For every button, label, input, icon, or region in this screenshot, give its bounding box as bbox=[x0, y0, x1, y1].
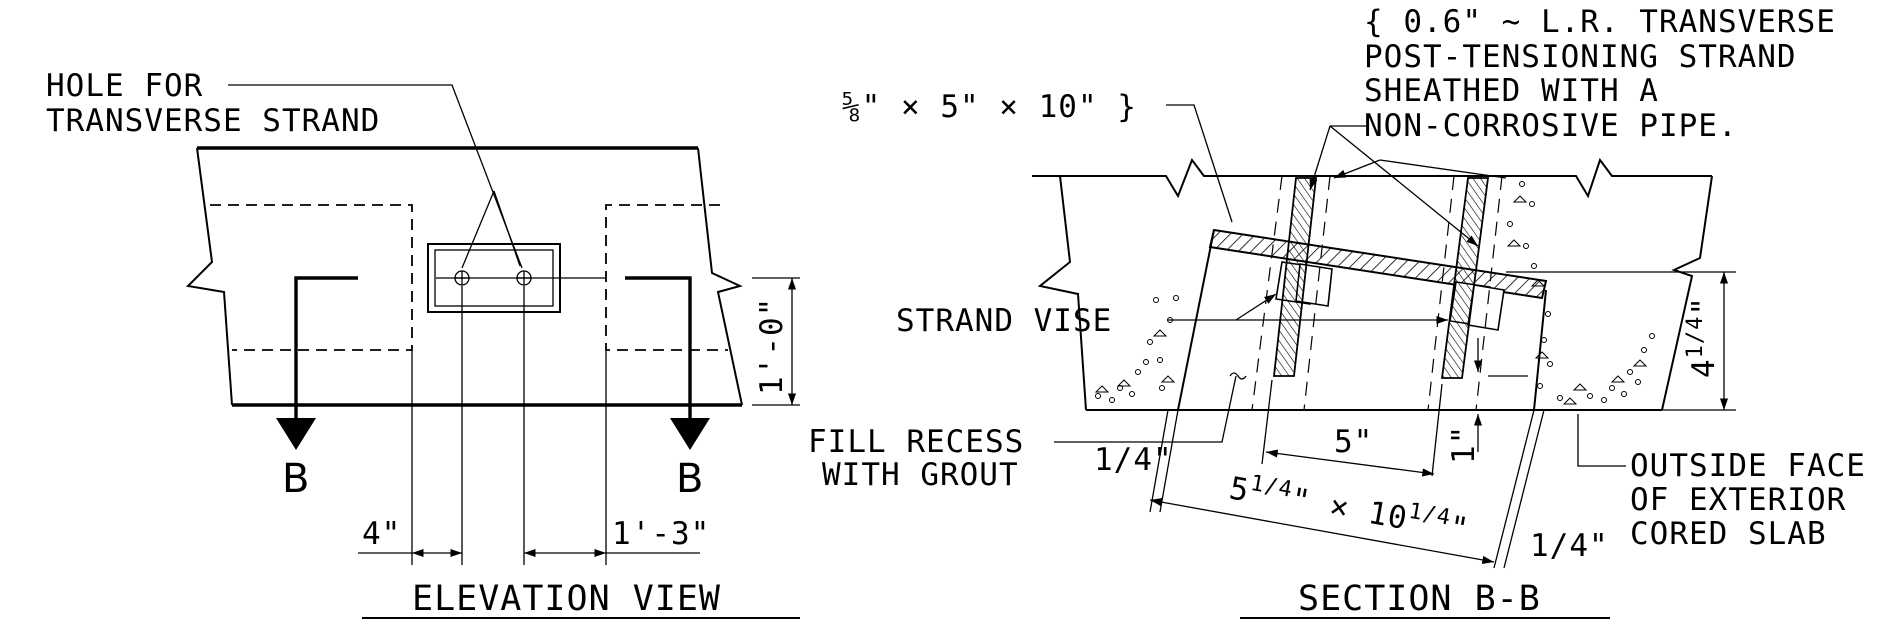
section-view: ⅝" × 5" × 10" } { 0.6" ~ L.R. TRANSVERSE… bbox=[808, 4, 1866, 619]
pipe-line-1 bbox=[1251, 175, 1283, 411]
strand-note-line2: POST-TENSIONING STRAND bbox=[1364, 39, 1797, 75]
hole-note-line2: TRANSVERSE STRAND bbox=[46, 103, 380, 139]
strand-note-line4: NON-CORROSIVE PIPE. bbox=[1364, 108, 1738, 144]
dim-5-line bbox=[1265, 449, 1435, 477]
left-void-hidden bbox=[210, 204, 413, 351]
grout-stipple bbox=[1094, 181, 1655, 405]
section-title: SECTION B-B bbox=[1298, 579, 1541, 619]
dim-5-label: 5" bbox=[1334, 424, 1373, 460]
strand-note-arrow-2 bbox=[1329, 125, 1479, 247]
dim-quarter-ext-d bbox=[1503, 409, 1545, 569]
strand-note-arrow-1 bbox=[1309, 125, 1331, 191]
dim-quarter-ext-c bbox=[1493, 409, 1535, 569]
left-break-line bbox=[185, 147, 233, 406]
section-mark-right: B bbox=[676, 456, 703, 502]
outside-note-line1: OUTSIDE FACE bbox=[1630, 448, 1866, 484]
dim-quarter-ext-a bbox=[1159, 409, 1179, 513]
dim-4q-label: 41/4" bbox=[1683, 296, 1722, 378]
dim-5-ext-a bbox=[1261, 379, 1273, 465]
dim-1-label: 1" bbox=[1446, 425, 1482, 464]
plate-leader bbox=[1166, 104, 1233, 223]
strand-hole-right bbox=[516, 270, 532, 286]
dim-quarter-left: 1/4" bbox=[1094, 442, 1173, 478]
section-cut-right bbox=[625, 276, 692, 420]
elevation-view: HOLE FOR TRANSVERSE STRAND B B 1'-0" 4" … bbox=[46, 68, 800, 619]
fill-tilde bbox=[1229, 372, 1247, 380]
hole-note-line1: HOLE FOR bbox=[46, 68, 203, 104]
hole-note-leader-3 bbox=[493, 190, 521, 267]
section-right-break bbox=[1661, 175, 1713, 411]
pipe-callout-arrow-1 bbox=[1333, 159, 1381, 179]
dim-height-label: 1'-0" bbox=[754, 297, 790, 395]
strand-note-line1: { 0.6" ~ L.R. TRANSVERSE bbox=[1364, 4, 1836, 40]
dim-quarter-right: 1/4" bbox=[1530, 528, 1609, 564]
section-slab-top bbox=[1032, 157, 1712, 199]
dim-4-label: 4" bbox=[362, 516, 401, 552]
strand-right bbox=[1440, 177, 1490, 379]
vise-arrow-left bbox=[1235, 293, 1277, 321]
right-void-hidden bbox=[605, 204, 728, 351]
strand-left bbox=[1272, 177, 1318, 377]
dim-1-3-label: 1'-3" bbox=[612, 516, 710, 552]
section-arrow-left bbox=[276, 418, 316, 450]
dim-quarter-ext-b bbox=[1149, 409, 1169, 513]
outside-face-leader bbox=[1577, 414, 1626, 467]
fill-note-line2: WITH GROUT bbox=[822, 457, 1019, 493]
outside-note-line3: CORED SLAB bbox=[1630, 516, 1827, 552]
outside-note-line2: OF EXTERIOR bbox=[1630, 482, 1846, 518]
pipe-line-3 bbox=[1427, 175, 1455, 411]
pipe-line-2 bbox=[1303, 175, 1331, 411]
strand-hole-left bbox=[454, 270, 470, 286]
fill-note-line1: FILL RECESS bbox=[808, 424, 1024, 460]
fill-leader bbox=[1054, 375, 1237, 443]
pipe-callout-line bbox=[1379, 159, 1507, 179]
strand-note-line3: SHEATHED WITH A bbox=[1364, 73, 1659, 109]
right-break-line bbox=[697, 147, 743, 406]
hole-note-leader-2 bbox=[461, 190, 495, 269]
plate-label: ⅝" × 5" × 10" } bbox=[842, 89, 1137, 125]
recess-wall-right bbox=[1533, 289, 1547, 411]
section-cut-left bbox=[294, 276, 358, 420]
section-arrow-right bbox=[670, 418, 710, 450]
dim-5-ext-b bbox=[1431, 383, 1443, 477]
section-mark-left: B bbox=[282, 456, 309, 502]
dim-recess-line bbox=[1149, 498, 1495, 564]
hole-note-leader bbox=[228, 84, 523, 269]
vise-label: STRAND VISE bbox=[896, 303, 1112, 339]
section-left-break bbox=[1037, 175, 1087, 411]
elevation-title: ELEVATION VIEW bbox=[412, 579, 721, 619]
